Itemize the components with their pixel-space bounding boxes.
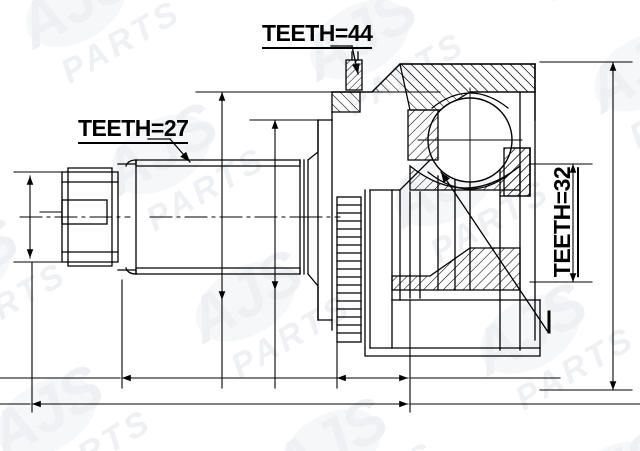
annotation-label-teeth-27: TEETH=27 [78,115,189,144]
annotation-label-teeth-44: TEETH=44 [262,20,373,49]
shaft-end-group [39,167,119,267]
flange-group [307,111,333,331]
annotation-text-teeth-44: TEETH=44 [262,20,373,49]
leader-lines [147,45,549,333]
dimension-lines [0,61,640,413]
annotation-text-teeth-32: TEETH=32 [549,166,579,278]
shaft-body-group [19,159,309,275]
annotation-text-teeth-27: TEETH=27 [78,115,189,144]
annotation-label-teeth-32: TEETH=32 [549,160,579,284]
ball-bearing-group [399,63,536,197]
abs-tone-ring-group [336,189,371,349]
